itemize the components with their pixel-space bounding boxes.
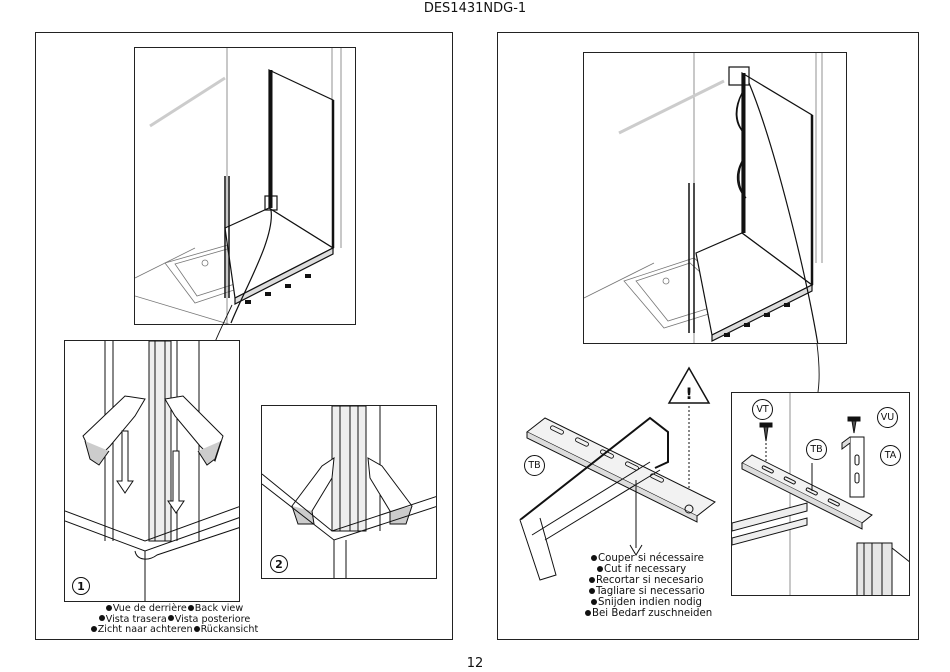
step-number-2: 2	[270, 555, 288, 573]
detail-profile-mount: VT VU TB TA	[731, 392, 910, 596]
caption-nl: Zicht naar achteren	[97, 624, 193, 636]
cut-instruction-fr: Couper si nécessaire	[598, 553, 704, 564]
lang-bullet-icon	[90, 625, 97, 632]
cut-instructions: Couper si nécessaire Cut if necessary Re…	[584, 553, 724, 619]
cut-instruction-de: Bei Bedarf zuschneiden	[592, 608, 713, 619]
detail-back-view-1: 1	[64, 340, 240, 602]
caption-it: Vista posteriore	[174, 613, 251, 625]
label-vt: VT	[752, 399, 773, 420]
bracket-detail-illustration-1	[65, 341, 239, 601]
lang-bullet-icon	[193, 625, 200, 632]
lang-bullet-icon	[98, 615, 105, 622]
document-id: DES1431NDG-1	[423, 1, 527, 16]
lang-bullet-icon	[187, 604, 194, 611]
shower-scene-left	[134, 47, 356, 325]
bracket-detail-illustration-2	[262, 406, 436, 578]
lang-bullet-icon	[597, 565, 603, 572]
right-panel	[497, 32, 919, 640]
lang-bullet-icon	[105, 604, 112, 611]
lang-bullet-icon	[585, 609, 591, 616]
cut-instruction-en: Cut if necessary	[604, 564, 687, 575]
cut-instruction-es: Recortar si necesario	[596, 575, 704, 586]
lang-bullet-icon	[589, 587, 595, 594]
shower-enclosure-illustration	[135, 48, 342, 324]
label-vu: VU	[877, 407, 898, 428]
label-ta: TA	[880, 445, 901, 466]
caption-es: Vista trasera	[105, 613, 167, 625]
caption-de: Rückansicht	[200, 624, 259, 636]
lang-bullet-icon	[591, 598, 597, 605]
shower-scene-right	[583, 52, 847, 344]
caption-fr: Vue de derrière	[112, 603, 187, 614]
label-tb-detail: TB	[806, 439, 827, 460]
left-panel	[35, 32, 453, 640]
label-tb: TB	[524, 455, 545, 476]
step-number-1: 1	[72, 577, 90, 595]
lang-bullet-icon	[591, 554, 597, 561]
caption-en: Back view	[194, 603, 244, 614]
profile-mount-illustration	[732, 393, 909, 595]
view-caption: Vue de derrière Back view Vista trasera Vi…	[64, 603, 284, 636]
lang-bullet-icon	[589, 576, 595, 583]
lang-bullet-icon	[167, 615, 174, 622]
cut-instruction-nl: Snijden indien nodig	[598, 597, 703, 608]
cut-instruction-it: Tagliare si necessario	[596, 586, 705, 597]
detail-back-view-2: 2	[261, 405, 437, 579]
shower-enclosure-illustration-right	[584, 53, 823, 343]
page-number: 12	[466, 656, 484, 671]
